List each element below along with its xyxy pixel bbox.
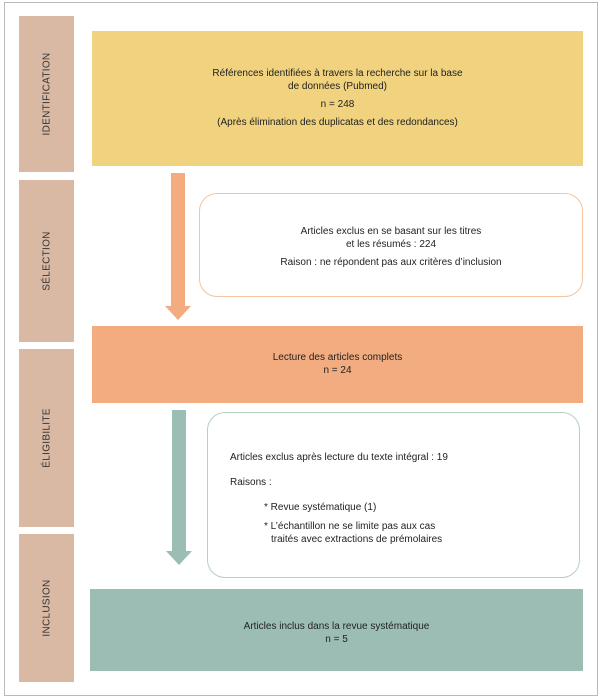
- full-read-count: n = 24: [323, 365, 352, 376]
- excluded-full-reasons-label: Raisons :: [230, 477, 272, 488]
- stage-selection: SÉLECTION: [19, 180, 74, 342]
- excluded-full-reason1: * Revue systématique (1): [264, 502, 377, 513]
- excluded-full-reason2-line2: traités avec extractions de prémolaires: [271, 534, 443, 545]
- stage-inclusion-label: INCLUSION: [41, 579, 52, 637]
- stage-identification: IDENTIFICATION: [19, 16, 74, 172]
- diagram-frame: [4, 2, 598, 696]
- excluded-titles-reason: Raison : ne répondent pas aux critères d…: [280, 257, 502, 268]
- arrow-down-orange: [165, 173, 191, 320]
- excluded-full-reason2-line1: * L’échantillon ne se limite pas aux cas: [264, 521, 436, 532]
- identified-count: n = 248: [320, 99, 355, 110]
- arrow-down-teal: [166, 410, 192, 565]
- stage-selection-label: SÉLECTION: [41, 231, 52, 291]
- excluded-titles-line2: et les résumés : 224: [345, 239, 437, 250]
- identified-line1: Références identifiées à travers la rech…: [212, 68, 463, 79]
- included-box: Articles inclus dans la revue systématiq…: [90, 589, 583, 671]
- stage-inclusion: INCLUSION: [19, 534, 74, 682]
- included-count: n = 5: [325, 634, 348, 645]
- excluded-titles-line1: Articles exclus en se basant sur les tit…: [300, 226, 482, 237]
- excluded-titles-box: Articles exclus en se basant sur les tit…: [199, 193, 583, 297]
- stage-eligibility-label: ÉLIGIBILITE: [41, 408, 52, 468]
- included-title: Articles inclus dans la revue systématiq…: [243, 621, 430, 632]
- stage-identification-label: IDENTIFICATION: [41, 52, 52, 136]
- identified-box: Références identifiées à travers la rech…: [92, 31, 583, 166]
- identified-note: (Après élimination des duplicatas et des…: [217, 117, 458, 128]
- full-read-box: Lecture des articles complets n = 24: [92, 326, 583, 403]
- excluded-full-box: Articles exclus après lecture du texte i…: [207, 412, 580, 578]
- identified-line2: de données (Pubmed): [288, 81, 387, 92]
- full-read-title: Lecture des articles complets: [272, 352, 403, 363]
- stage-eligibility: ÉLIGIBILITE: [19, 349, 74, 527]
- excluded-full-title: Articles exclus après lecture du texte i…: [230, 452, 448, 463]
